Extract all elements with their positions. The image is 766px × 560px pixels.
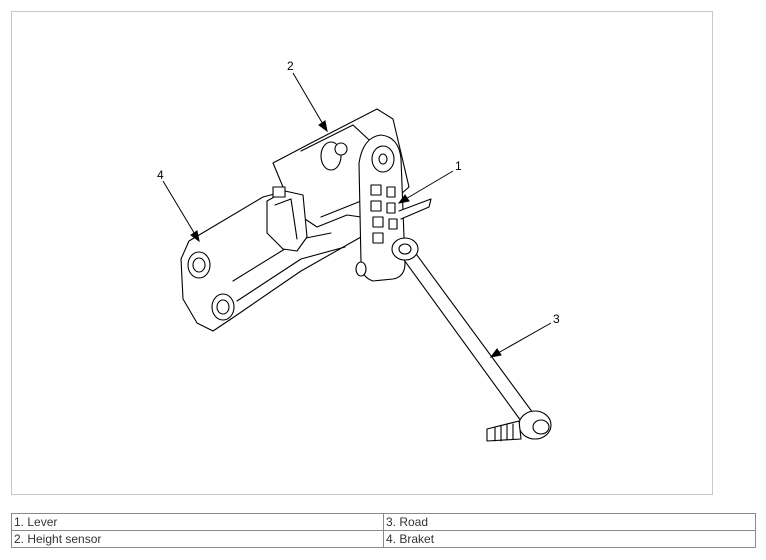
callout-4: 4 (157, 168, 164, 182)
legend-item-lever: 1. Lever (11, 513, 384, 531)
legend-row: 1. Lever 3. Road (11, 513, 756, 531)
rod-threaded-stud (486, 420, 522, 442)
legend-item-road: 3. Road (383, 513, 756, 531)
legend-item-height-sensor: 2. Height sensor (11, 530, 384, 548)
rod (398, 246, 534, 422)
leader-line-1 (398, 170, 454, 204)
leader-line-4 (162, 180, 200, 242)
callout-1: 1 (455, 159, 462, 173)
callout-3: 3 (553, 312, 560, 326)
parts-legend: 1. Lever 3. Road 2. Height sensor 4. Bra… (11, 513, 756, 548)
leader-line-3 (490, 322, 552, 358)
legend-row: 2. Height sensor 4. Braket (11, 530, 756, 548)
sensor-screw (334, 142, 348, 156)
bracket-rib (236, 246, 346, 302)
figure-frame: 1 2 3 4 (11, 11, 713, 495)
leader-line-2 (292, 72, 328, 132)
callout-2: 2 (287, 59, 294, 73)
legend-item-braket: 4. Braket (383, 530, 756, 548)
height-sensor-illustration (162, 72, 552, 442)
